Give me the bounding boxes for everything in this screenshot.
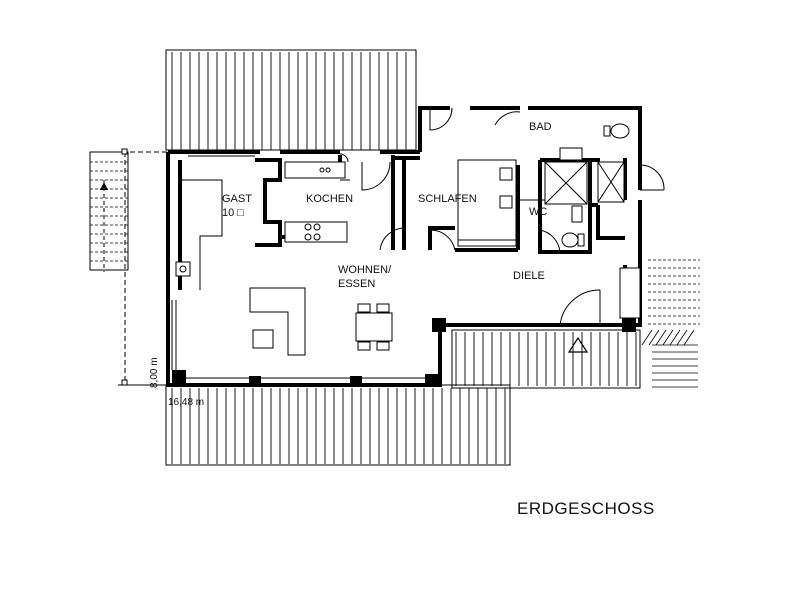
stair-step bbox=[676, 329, 688, 346]
roof-hatching-bottom bbox=[171, 332, 637, 464]
room-label-kochen: KOCHEN bbox=[306, 193, 353, 205]
room-label-wc: WC bbox=[529, 206, 547, 218]
guest-room-desk bbox=[180, 179, 223, 290]
stair-step bbox=[655, 329, 667, 346]
exterior-stair-right bbox=[641, 259, 700, 388]
bedroom-bed bbox=[457, 159, 517, 247]
kitchen-counter bbox=[284, 161, 350, 243]
room-label-schlafen: SCHLAFEN bbox=[418, 193, 477, 205]
roof-outline-bottom bbox=[165, 384, 511, 466]
stair-step bbox=[683, 329, 695, 346]
room-label-wohnen: WOHNEN/ bbox=[338, 264, 392, 276]
stair-step bbox=[641, 329, 653, 346]
windows bbox=[171, 155, 425, 379]
area-box-glyph: □ bbox=[237, 207, 244, 219]
stair-step bbox=[662, 329, 674, 346]
roof-hatching-top bbox=[171, 52, 407, 150]
hall-closet bbox=[619, 267, 641, 319]
terrace-outline bbox=[451, 329, 641, 389]
room-label-bad: BAD bbox=[529, 121, 552, 133]
roof-outline-top bbox=[165, 49, 417, 151]
room-area-gast: 10□ bbox=[222, 207, 244, 219]
dimension-width: 16,48 m bbox=[168, 397, 204, 408]
exterior-stair-left bbox=[89, 151, 129, 272]
stair-step bbox=[648, 329, 660, 346]
dimension-lines bbox=[90, 148, 170, 386]
room-label-diele: DIELE bbox=[513, 270, 545, 282]
bathroom-fixtures bbox=[544, 123, 630, 248]
gast-area-value: 10 bbox=[222, 207, 234, 219]
doors bbox=[339, 107, 665, 326]
entrance-marker bbox=[567, 336, 589, 353]
columns bbox=[172, 261, 636, 386]
plan-title: ERDGESCHOSS bbox=[517, 499, 655, 518]
room-label-gast: GAST bbox=[222, 193, 252, 205]
room-label-essen: ESSEN bbox=[338, 278, 375, 290]
dimension-depth: 8,00 m bbox=[149, 357, 160, 388]
stair-step bbox=[669, 329, 681, 346]
living-furniture bbox=[249, 287, 393, 356]
